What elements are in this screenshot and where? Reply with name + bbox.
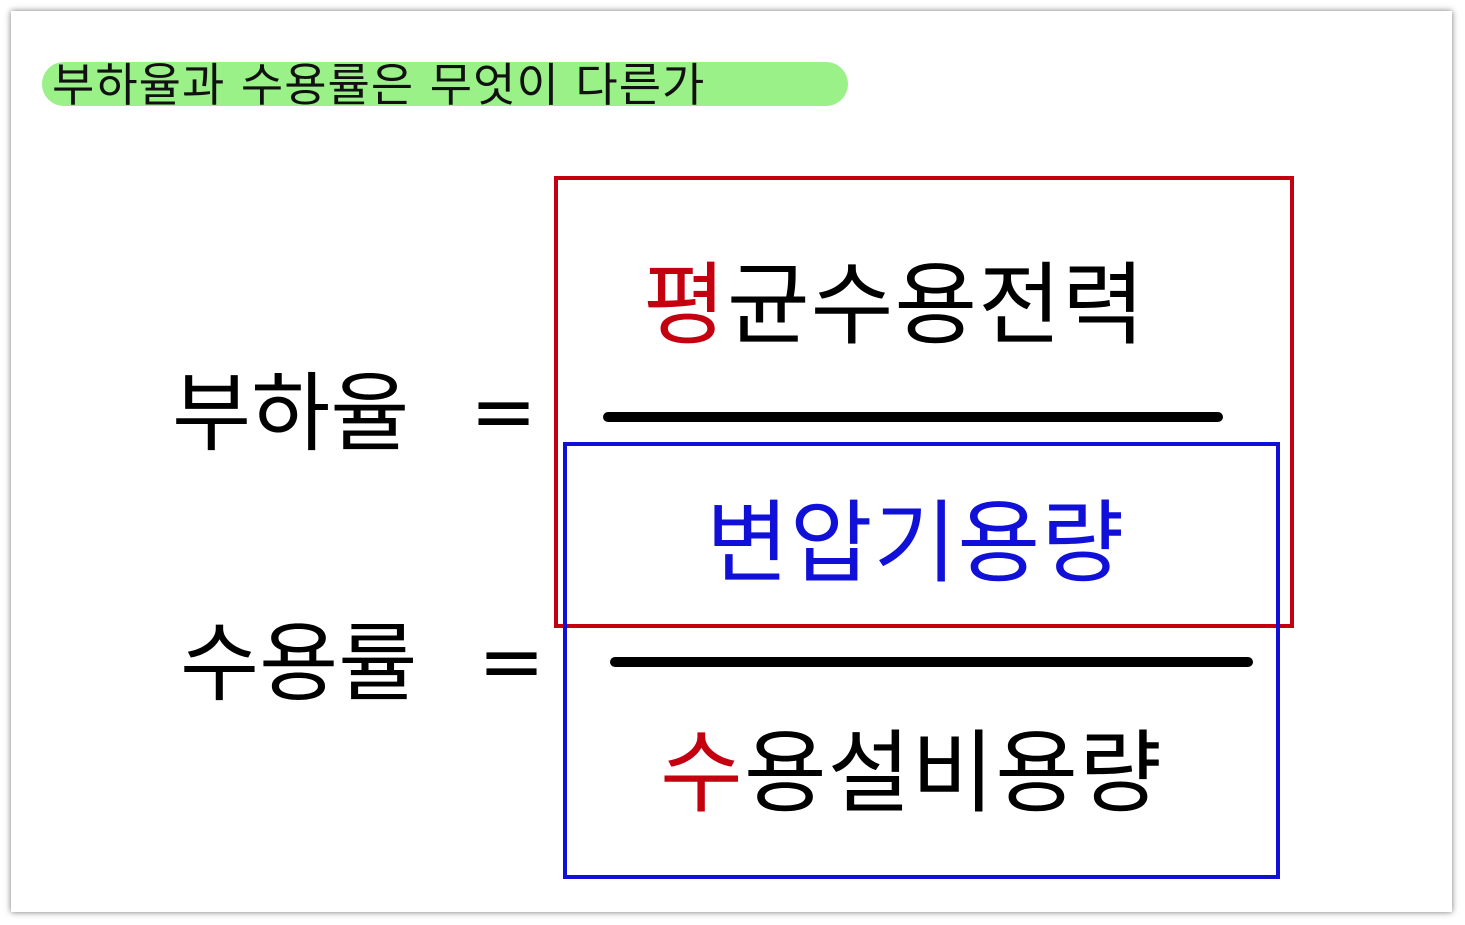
denominator-rest: 용설비용량 bbox=[743, 721, 1163, 826]
demand-factor-fraction-bar bbox=[610, 657, 1253, 667]
page-title: 부하율과 수용률은 무엇이 다른가 bbox=[52, 58, 706, 112]
load-factor-label: 부하율 bbox=[172, 364, 410, 464]
load-factor-equals: = bbox=[470, 365, 538, 458]
numerator-first-char: 평 bbox=[643, 253, 727, 358]
demand-factor-box bbox=[563, 442, 1280, 879]
title-highlight bbox=[42, 62, 848, 106]
load-factor-box bbox=[554, 176, 1294, 628]
slide-card bbox=[11, 11, 1452, 912]
demand-factor-label: 수용률 bbox=[180, 614, 418, 714]
demand-factor-equals: = bbox=[478, 615, 546, 708]
demand-factor-denominator: 수용설비용량 bbox=[660, 722, 1163, 826]
load-factor-numerator: 평균수용전력 bbox=[643, 254, 1146, 358]
transformer-capacity: 변압기용량 bbox=[706, 491, 1125, 596]
load-factor-fraction-bar bbox=[603, 412, 1223, 422]
denominator-first-char: 수 bbox=[660, 721, 744, 826]
numerator-rest: 균수용전력 bbox=[726, 253, 1146, 358]
